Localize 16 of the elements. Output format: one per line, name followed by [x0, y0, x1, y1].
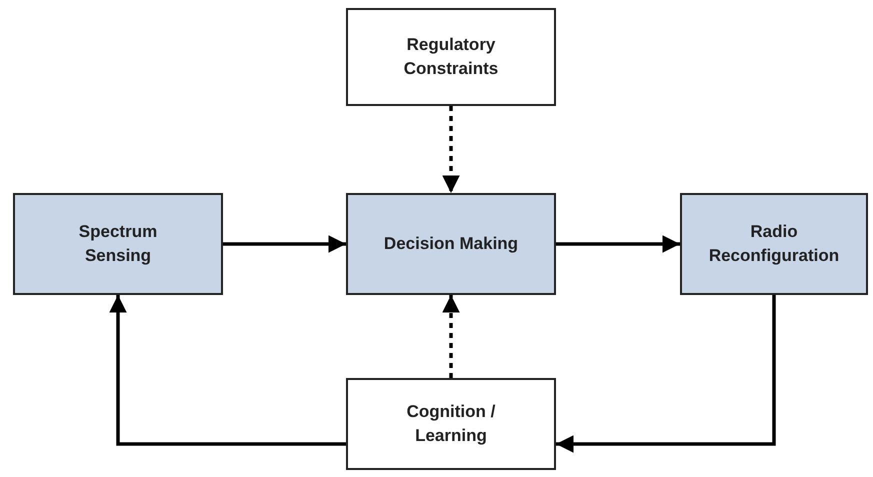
box-label: Spectrum Sensing — [78, 221, 158, 267]
process-box — [346, 8, 556, 106]
box-label: Cognition / Learning — [406, 401, 496, 447]
process-box — [680, 193, 868, 295]
arrow — [556, 295, 776, 453]
arrow — [442, 106, 460, 193]
box-label: Decision Making — [382, 233, 520, 255]
process-box — [346, 378, 556, 470]
box-label: Regulatory Constraints — [402, 34, 500, 80]
arrow — [442, 295, 460, 378]
arrow — [109, 295, 346, 446]
arrow — [556, 235, 680, 253]
process-box — [13, 193, 223, 295]
box-label: Radio Reconfiguration — [708, 221, 840, 267]
process-box — [346, 193, 556, 295]
arrow — [223, 235, 346, 253]
